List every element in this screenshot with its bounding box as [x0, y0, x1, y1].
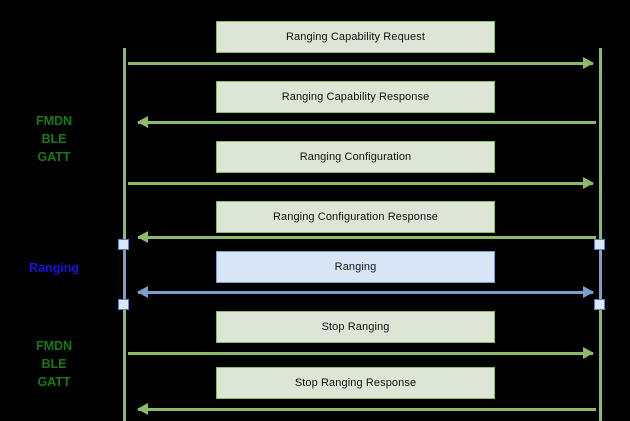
msg-ranging-capability-response-label: Ranging Capability Response	[281, 91, 430, 103]
msg-ranging-arrow-line	[138, 291, 593, 294]
msg-ranging-configuration-label: Ranging Configuration	[299, 151, 412, 163]
right-lifeline-ranging-segment	[599, 244, 602, 300]
msg-ranging-box[interactable]: Ranging	[216, 251, 495, 283]
node-left-bottom	[118, 299, 129, 310]
msg-ranging-capability-response-arrow-line	[138, 121, 596, 124]
left-lifeline-upper	[123, 48, 126, 244]
phase-label-ranging: Ranging	[29, 261, 79, 275]
msg-ranging-configuration-box[interactable]: Ranging Configuration	[216, 141, 495, 173]
msg-ranging-configuration-response-box[interactable]: Ranging Configuration Response	[216, 201, 495, 233]
phase-label-top: FMDN BLE GATT	[35, 114, 73, 164]
left-lifeline-lower	[123, 300, 126, 421]
msg-ranging-capability-response-box[interactable]: Ranging Capability Response	[216, 81, 495, 113]
msg-stop-ranging-box[interactable]: Stop Ranging	[216, 311, 495, 343]
msg-stop-ranging-response-arrow-line	[138, 408, 596, 411]
node-left-top	[118, 239, 129, 250]
phase-label-bottom: FMDN BLE GATT	[35, 339, 73, 389]
msg-stop-ranging-response-box[interactable]: Stop Ranging Response	[216, 367, 495, 399]
node-right-top	[594, 239, 605, 250]
node-right-bottom	[594, 299, 605, 310]
msg-ranging-configuration-response-label: Ranging Configuration Response	[272, 211, 439, 223]
msg-ranging-capability-request-label: Ranging Capability Request	[286, 31, 425, 43]
msg-ranging-label: Ranging	[334, 261, 377, 273]
right-lifeline-upper	[599, 48, 602, 244]
msg-ranging-configuration-arrow-line	[128, 182, 593, 185]
msg-ranging-capability-request-box[interactable]: Ranging Capability Request	[216, 21, 495, 53]
left-lifeline-ranging-segment	[123, 244, 126, 300]
msg-ranging-capability-request-arrow-line	[128, 62, 593, 65]
right-lifeline-lower	[599, 300, 602, 421]
msg-stop-ranging-response-label: Stop Ranging Response	[294, 377, 417, 389]
msg-ranging-configuration-response-arrow-line	[138, 236, 596, 239]
msg-stop-ranging-arrow-line	[128, 352, 593, 355]
msg-stop-ranging-label: Stop Ranging	[321, 321, 390, 333]
